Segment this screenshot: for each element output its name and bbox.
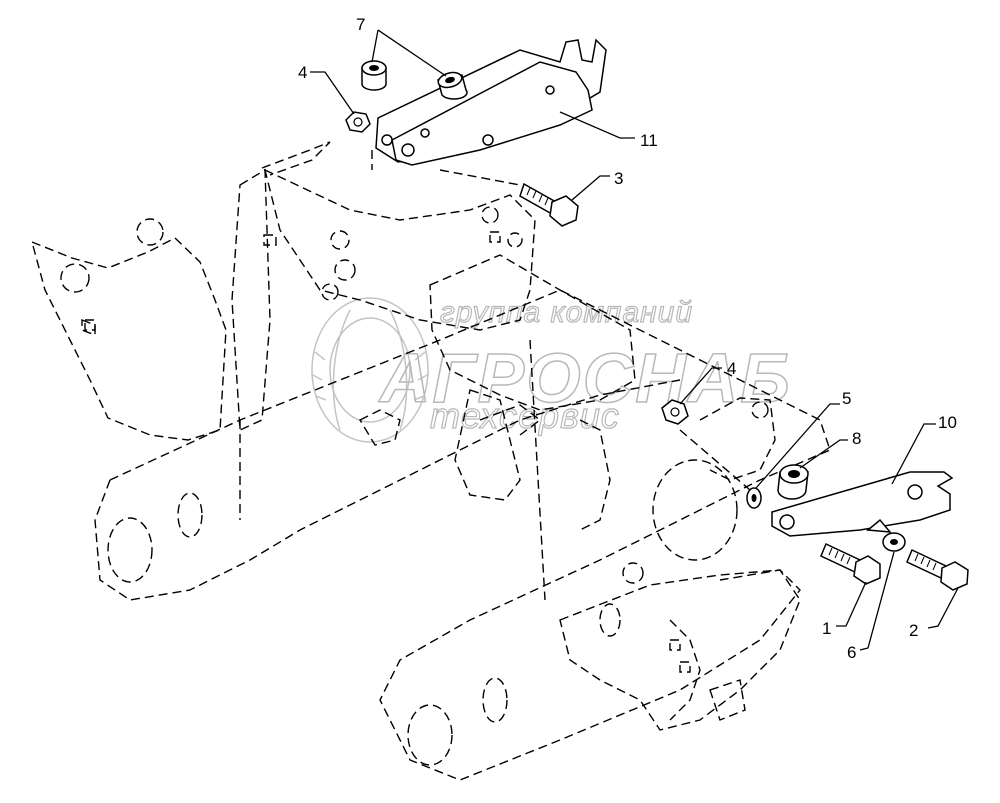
washer-6 <box>882 532 906 552</box>
callout-11: 11 <box>640 131 658 150</box>
callout-3: 3 <box>614 169 623 188</box>
watermark-line2: АГРОСНАБ <box>378 339 792 417</box>
frame-outline <box>30 141 831 781</box>
callouts: 7 4 11 3 4 5 8 10 1 6 2 <box>298 15 959 662</box>
callout-1: 1 <box>822 619 831 638</box>
callout-7: 7 <box>356 15 365 34</box>
link-plate-10 <box>771 471 954 537</box>
watermark: группа компаний АГРОСНАБ техсервис <box>310 295 792 443</box>
washer-5 <box>746 487 762 509</box>
spacer-bushing-7-right <box>437 71 468 100</box>
callout-5: 5 <box>842 389 851 408</box>
watermark-wheat-logo <box>310 297 430 443</box>
nut-4-top <box>345 111 371 133</box>
lower-bracket-assembly <box>661 399 969 591</box>
bolt-3 <box>519 182 579 227</box>
callout-4-top: 4 <box>298 63 307 82</box>
spacer-bushing-7-left <box>361 60 387 91</box>
callout-8: 8 <box>852 429 861 448</box>
callout-6: 6 <box>847 643 856 662</box>
callout-10: 10 <box>938 413 957 432</box>
bushing-8 <box>777 464 809 500</box>
bolt-2 <box>906 548 969 591</box>
link-plate-11-front <box>391 61 593 166</box>
nut-4-right <box>661 399 689 425</box>
upper-bracket-assembly <box>345 38 607 227</box>
callout-2: 2 <box>909 621 918 640</box>
bolt-1 <box>820 542 881 585</box>
callout-4-right: 4 <box>727 359 736 378</box>
watermark-line1: группа компаний <box>440 296 693 329</box>
